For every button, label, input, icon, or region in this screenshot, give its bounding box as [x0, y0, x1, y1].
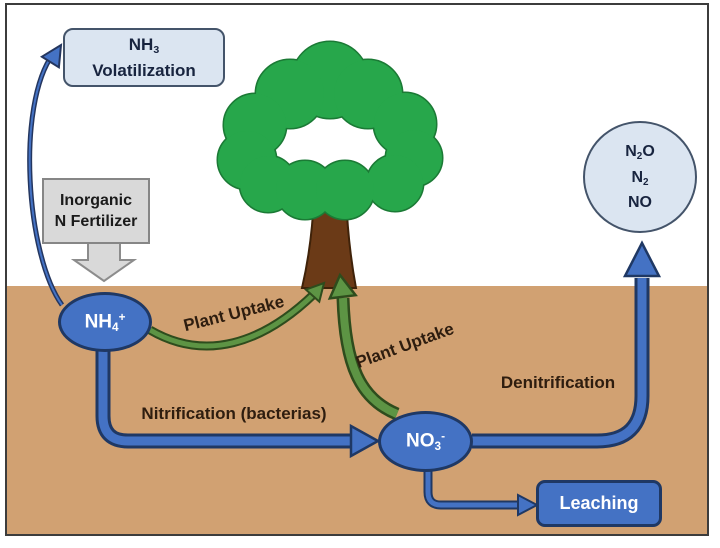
box-nh3-volatilization: NH3 Volatilization — [63, 28, 225, 87]
nh3-formula: NH3 — [128, 34, 160, 56]
fertilizer-line2: N Fertilizer — [54, 213, 138, 230]
circle-gases: N2O N2 NO — [583, 121, 697, 233]
fertilizer-line1: Inorganic — [59, 192, 132, 209]
gas-n2o: N2O — [625, 142, 655, 162]
box-inorganic-fertilizer: Inorganic N Fertilizer — [42, 178, 150, 244]
volatilization-label: Volatilization — [92, 61, 196, 81]
nh4-formula: NH4+ — [84, 310, 126, 334]
box-leaching: Leaching — [536, 480, 662, 527]
no3-formula: NO3- — [406, 430, 445, 453]
gas-no: NO — [628, 194, 652, 212]
node-nh4: NH4+ — [58, 292, 152, 352]
label-denitrification: Denitrification — [500, 373, 616, 392]
label-nitrification: Nitrification (bacterias) — [141, 404, 327, 423]
node-no3: NO3- — [378, 411, 473, 472]
gas-n2: N2 — [631, 168, 649, 188]
leaching-label: Leaching — [559, 493, 639, 513]
